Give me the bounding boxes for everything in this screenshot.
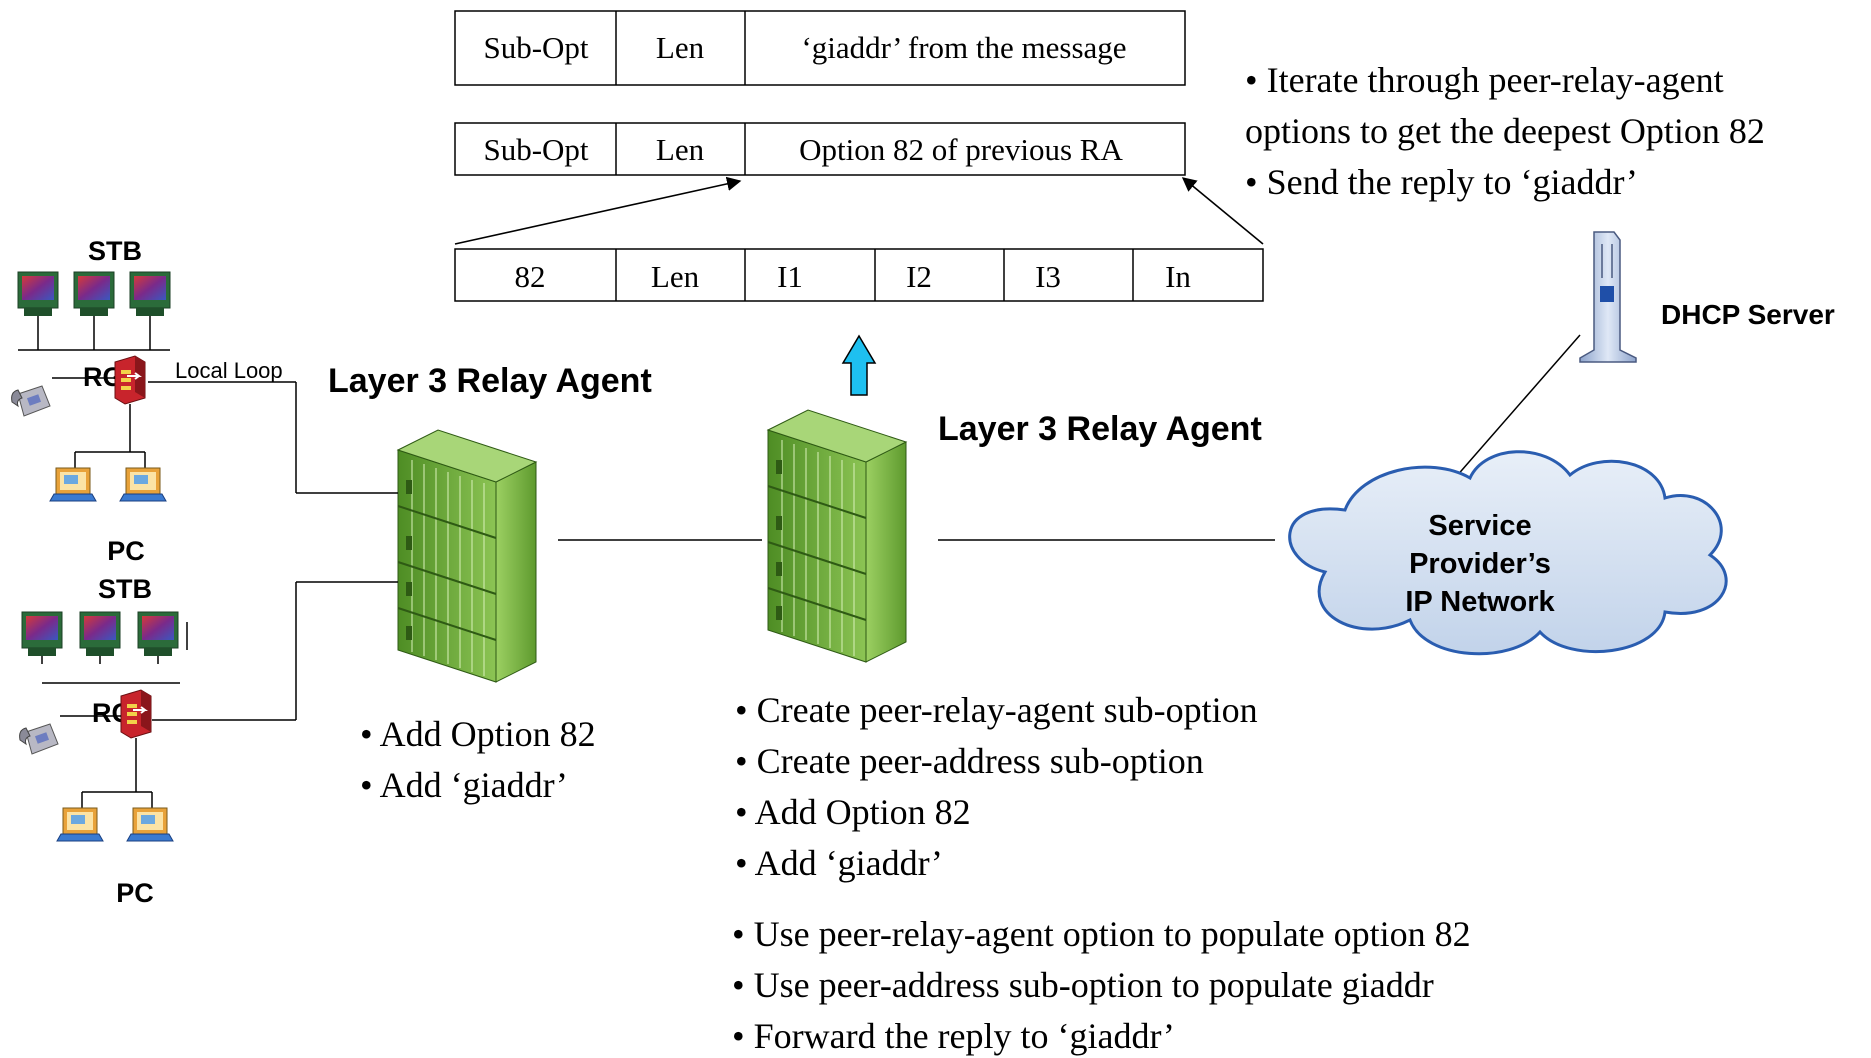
note-line: • Use peer-relay-agent option to populat… <box>732 914 1471 954</box>
stb-tv-icon <box>129 271 171 325</box>
packet-giaddr-suboption: Sub-Opt Len ‘giaddr’ from the message <box>454 10 1186 86</box>
stb-tv-icon <box>17 271 59 325</box>
cell-len: Len <box>656 132 705 167</box>
cloud-label-line: Service <box>1428 510 1531 542</box>
pc-icon <box>126 807 174 842</box>
customer-site-2: STB RG PC <box>19 574 398 908</box>
customer-site-1: STB RG Local Loop PC <box>11 236 398 566</box>
cell-in: In <box>1165 259 1191 294</box>
note-line: • Add Option 82 <box>360 714 596 754</box>
cloud-label-line: Provider’s <box>1409 548 1551 580</box>
stb-tv-icon <box>137 611 179 665</box>
server-notes: • Iterate through peer-relay-agent optio… <box>1245 60 1765 202</box>
relay-agent-1-label: Layer 3 Relay Agent <box>328 362 652 400</box>
pc-label: PC <box>107 536 145 566</box>
stb-label: STB <box>88 236 142 266</box>
packet-option82: 82 Len I1 I2 I3 In <box>454 248 1264 302</box>
dhcp-server-label: DHCP Server <box>1661 299 1835 330</box>
pc-icon <box>56 807 104 842</box>
cloud-label-line: IP Network <box>1405 586 1555 618</box>
router-icon <box>114 355 146 405</box>
expand-arrow-right <box>1181 177 1264 245</box>
cell-option82-previous-ra: Option 82 of previous RA <box>799 132 1123 167</box>
packet-option82-suboption: Sub-Opt Len Option 82 of previous RA <box>454 122 1186 176</box>
expand-arrow-left <box>454 176 742 245</box>
cell-giaddr-from-message: ‘giaddr’ from the message <box>801 30 1126 65</box>
cell-i3: I3 <box>1035 259 1061 294</box>
note-line: • Create peer-address sub-option <box>735 741 1204 781</box>
note-line: • Add ‘giaddr’ <box>360 765 568 805</box>
stb-label: STB <box>98 574 152 604</box>
stb-tv-icon <box>21 611 63 665</box>
note-line: • Forward the reply to ‘giaddr’ <box>732 1016 1175 1056</box>
local-loop-label: Local Loop <box>175 358 283 383</box>
cell-len: Len <box>656 30 705 65</box>
phone-icon <box>11 385 51 417</box>
router-icon <box>120 689 152 739</box>
cell-i2: I2 <box>906 259 932 294</box>
up-arrow-icon <box>841 334 877 396</box>
cell-sub-opt: Sub-Opt <box>483 30 588 65</box>
relay-agent-2-label: Layer 3 Relay Agent <box>938 410 1262 448</box>
stb-tv-icon <box>73 271 115 325</box>
relay-2-notes: • Create peer-relay-agent sub-option • C… <box>735 690 1258 883</box>
relay-1-notes: • Add Option 82 • Add ‘giaddr’ <box>360 714 596 805</box>
note-line: • Iterate through peer-relay-agent <box>1245 60 1724 100</box>
pc-icon <box>49 467 97 502</box>
service-provider-cloud: Service Provider’s IP Network <box>1288 450 1728 656</box>
pc-label: PC <box>116 878 154 908</box>
pc-icon <box>119 467 167 502</box>
relay-agent-1-rack-icon <box>397 429 537 683</box>
note-line: • Create peer-relay-agent sub-option <box>735 690 1258 730</box>
cell-82: 82 <box>515 259 546 294</box>
cell-len: Len <box>651 259 700 294</box>
link-server-network <box>1454 334 1581 479</box>
note-line: options to get the deepest Option 82 <box>1245 111 1765 151</box>
note-line: • Add ‘giaddr’ <box>735 843 943 883</box>
note-line: • Use peer-address sub-option to populat… <box>732 965 1434 1005</box>
note-line: • Add Option 82 <box>735 792 971 832</box>
stb-tv-icon <box>79 611 121 665</box>
dhcp-server-icon <box>1579 231 1637 363</box>
relay-agent-2-rack-icon <box>767 409 907 663</box>
cell-i1: I1 <box>777 259 803 294</box>
reply-notes: • Use peer-relay-agent option to populat… <box>732 914 1471 1056</box>
note-line: • Send the reply to ‘giaddr’ <box>1245 162 1638 202</box>
cell-sub-opt: Sub-Opt <box>483 132 588 167</box>
phone-icon <box>19 723 59 755</box>
